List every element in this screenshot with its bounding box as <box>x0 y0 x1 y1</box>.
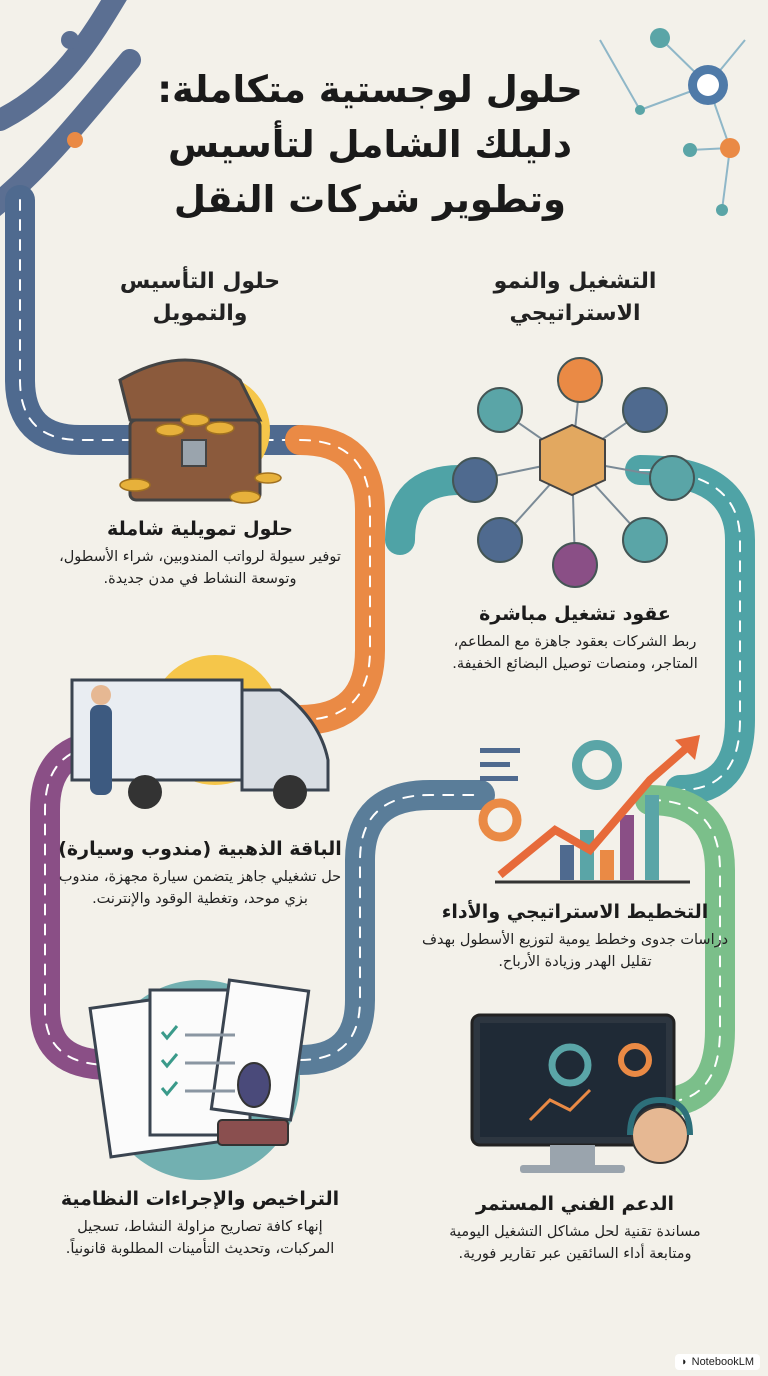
card-financing: حلول تمويلية شاملة توفير سيولة لرواتب ال… <box>55 518 345 590</box>
delivery-hub-icon <box>452 357 695 588</box>
card-description: دراسات جدوى وخطط يومية لتوزيع الأسطول به… <box>421 932 729 970</box>
card-description: توفير سيولة لرواتب المندوبين، شراء الأسط… <box>59 549 341 587</box>
section-heading-founding: حلول التأسيس والتمويل <box>70 266 330 330</box>
growth-chart-icon <box>478 735 700 884</box>
section-heading-operations: التشغيل والنمو الاستراتيجي <box>445 266 705 330</box>
delivery-van-icon <box>70 655 330 809</box>
card-description: ربط الشركات بعقود جاهزة مع المطاعم، المت… <box>452 634 698 672</box>
road-start <box>0 0 141 217</box>
section-right-line-2: الاستراتيجي <box>509 301 641 326</box>
card-technical-support: الدعم الفني المستمر مساندة تقنية لحل مشا… <box>430 1193 720 1265</box>
card-licenses: التراخيص والإجراءات النظامية إنهاء كافة … <box>55 1188 345 1260</box>
treasure-chest-icon <box>118 358 282 504</box>
notebooklm-badge: ◗ NotebookLM <box>674 1354 760 1370</box>
section-left-line-1: حلول التأسيس <box>119 269 281 294</box>
card-operating-contracts: عقود تشغيل مباشرة ربط الشركات بعقود جاهز… <box>430 603 720 675</box>
card-title: التراخيص والإجراءات النظامية <box>60 1188 340 1210</box>
card-title: الباقة الذهبية (مندوب وسيارة) <box>58 838 342 860</box>
title-line-3: وتطوير شركات النقل <box>173 178 567 221</box>
card-title: حلول تمويلية شاملة <box>107 518 293 540</box>
road-slate <box>285 780 495 1075</box>
card-description: إنهاء كافة تصاريح مزاولة النشاط، تسجيل ا… <box>65 1219 335 1257</box>
documents-stamp-icon <box>88 978 311 1180</box>
card-golden-package: الباقة الذهبية (مندوب وسيارة) حل تشغيلي … <box>55 838 345 910</box>
card-strategic-planning: التخطيط الاستراتيجي والأداء دراسات جدوى … <box>420 901 730 973</box>
road-green <box>635 785 735 1115</box>
title-line-2: دليلك الشامل لتأسيس <box>167 123 573 166</box>
section-right-line-1: التشغيل والنمو <box>493 269 657 294</box>
notebooklm-logo-icon: ◗ <box>680 1356 688 1368</box>
badge-label: NotebookLM <box>691 1356 754 1368</box>
title-line-1: حلول لوجستية متكاملة: <box>157 68 583 111</box>
card-title: الدعم الفني المستمر <box>475 1193 675 1215</box>
support-monitor-icon <box>470 1013 693 1173</box>
card-description: حل تشغيلي جاهز يتضمن سيارة مجهزة، مندوب … <box>58 869 342 907</box>
map-pin-icon <box>61 31 83 148</box>
network-graphic <box>599 28 746 216</box>
section-left-line-2: والتمويل <box>152 301 248 326</box>
page-title: حلول لوجستية متكاملة: دليلك الشامل لتأسي… <box>130 62 610 227</box>
card-title: التخطيط الاستراتيجي والأداء <box>441 901 709 923</box>
card-title: عقود تشغيل مباشرة <box>479 603 671 625</box>
card-description: مساندة تقنية لحل مشاكل التشغيل اليومية و… <box>449 1224 701 1262</box>
